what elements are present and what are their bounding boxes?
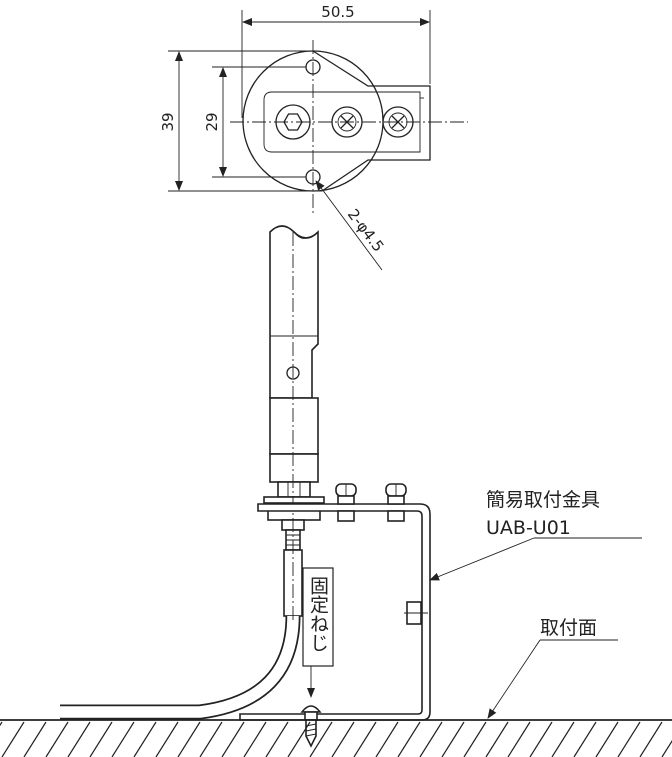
hatch-line	[287, 721, 311, 757]
hatch-line	[375, 721, 399, 757]
hatch-line	[243, 721, 267, 757]
hatch-line	[23, 721, 47, 757]
hatch-line	[199, 721, 223, 757]
bracket-name-label: 簡易取付金具	[486, 489, 600, 511]
sensor-housing	[269, 397, 319, 455]
fixing-screw-label: 固定ねじ	[307, 576, 329, 652]
hatch-line	[639, 721, 663, 757]
hatch-line	[463, 721, 487, 757]
hatch-line	[485, 721, 509, 757]
hatch-line	[661, 739, 672, 757]
hatch-line	[419, 721, 443, 757]
hatch-line	[573, 721, 597, 757]
bracket-arm	[312, 50, 431, 192]
l-bracket	[239, 503, 431, 721]
hatch-line	[111, 721, 135, 757]
hatch-line	[67, 721, 91, 757]
fixing-screw-label-box	[302, 567, 334, 667]
hatch-line	[0, 721, 3, 727]
mounting-surface-label: 取付面	[540, 617, 597, 639]
hatch-line	[45, 721, 69, 757]
hatch-line	[529, 721, 553, 757]
hatch-line	[177, 721, 201, 757]
hatch-line	[133, 721, 157, 757]
dimension-height-inner: 29	[203, 112, 221, 131]
hatch-line	[1, 721, 25, 757]
top-view: 50.5 39 29 2-φ4.5	[159, 3, 468, 271]
ground-hatching	[0, 721, 672, 757]
bracket-screw-2	[385, 483, 407, 522]
hatch-line	[551, 721, 575, 757]
hatch-line	[397, 721, 421, 757]
hatch-line	[89, 721, 113, 757]
dimension-height-outer: 39	[159, 112, 177, 131]
hatch-line	[595, 721, 619, 757]
hatch-line	[309, 721, 333, 757]
hatch-line	[331, 721, 355, 757]
bracket-model-label: UAB-U01	[486, 517, 571, 539]
fixing-screw	[300, 705, 322, 748]
bracket-slot	[263, 91, 421, 153]
hatch-line	[353, 721, 377, 757]
dimension-width: 50.5	[321, 3, 354, 21]
hatch-line	[507, 721, 531, 757]
hatch-line	[221, 721, 245, 757]
hatch-line	[265, 721, 289, 757]
side-view: 固定ねじ 簡易取付金具 UAB-U01 取付面	[0, 225, 672, 757]
hex-nut	[277, 481, 311, 498]
hatch-line	[617, 721, 641, 757]
hatch-line	[155, 721, 179, 757]
hatch-line	[441, 721, 465, 757]
bracket-screw-1	[335, 483, 357, 522]
sensor-body	[269, 225, 319, 399]
